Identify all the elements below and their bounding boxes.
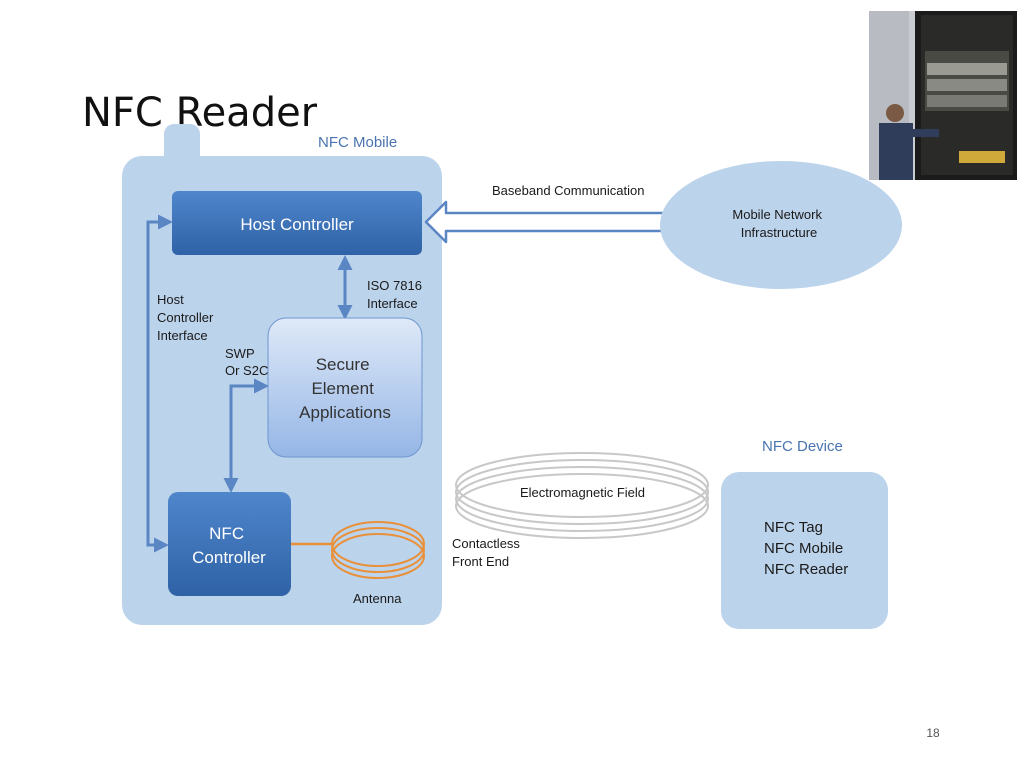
- antenna-label: Antenna: [353, 591, 402, 606]
- antenna-coil-icon: [291, 521, 425, 579]
- secure-element-box: Secure Element Applications: [267, 317, 423, 458]
- nfc-controller-box: NFC Controller: [168, 492, 291, 596]
- nfc-mobile-label: NFC Mobile: [318, 134, 397, 151]
- mobile-network-label: Mobile Network Infrastructure: [732, 207, 825, 240]
- swp-label: SWP Or S2C: [225, 346, 268, 378]
- electromagnetic-field-label: Electromagnetic Field: [520, 485, 645, 500]
- poster-photo-image: [869, 11, 1017, 180]
- host-controller-interface-arrow: [146, 214, 173, 553]
- electromagnetic-field-rings: [455, 452, 709, 539]
- slide-title: NFC Reader: [82, 90, 318, 130]
- contactless-front-end-label: Contactless Front End: [452, 536, 524, 569]
- nfc-device-items: NFC Tag NFC Mobile NFC Reader: [764, 519, 848, 578]
- nfc-device-label: NFC Device: [762, 438, 843, 455]
- nfc-device-box: NFC Tag NFC Mobile NFC Reader: [721, 472, 888, 629]
- page-number: 18: [926, 726, 940, 740]
- nfc-controller-label: NFC Controller: [192, 524, 266, 567]
- baseband-communication-arrow: [424, 200, 695, 244]
- baseband-communication-label: Baseband Communication: [492, 183, 644, 198]
- iso-7816-label: ISO 7816 Interface: [367, 278, 426, 311]
- swp-arrow: [223, 378, 269, 493]
- host-controller-box: Host Controller: [172, 191, 422, 255]
- host-controller-interface-label: Host Controller Interface: [157, 292, 217, 343]
- secure-element-label: Secure Element Applications: [299, 355, 391, 422]
- mobile-network-infrastructure: Mobile Network Infrastructure: [660, 161, 902, 289]
- host-controller-label: Host Controller: [240, 215, 354, 234]
